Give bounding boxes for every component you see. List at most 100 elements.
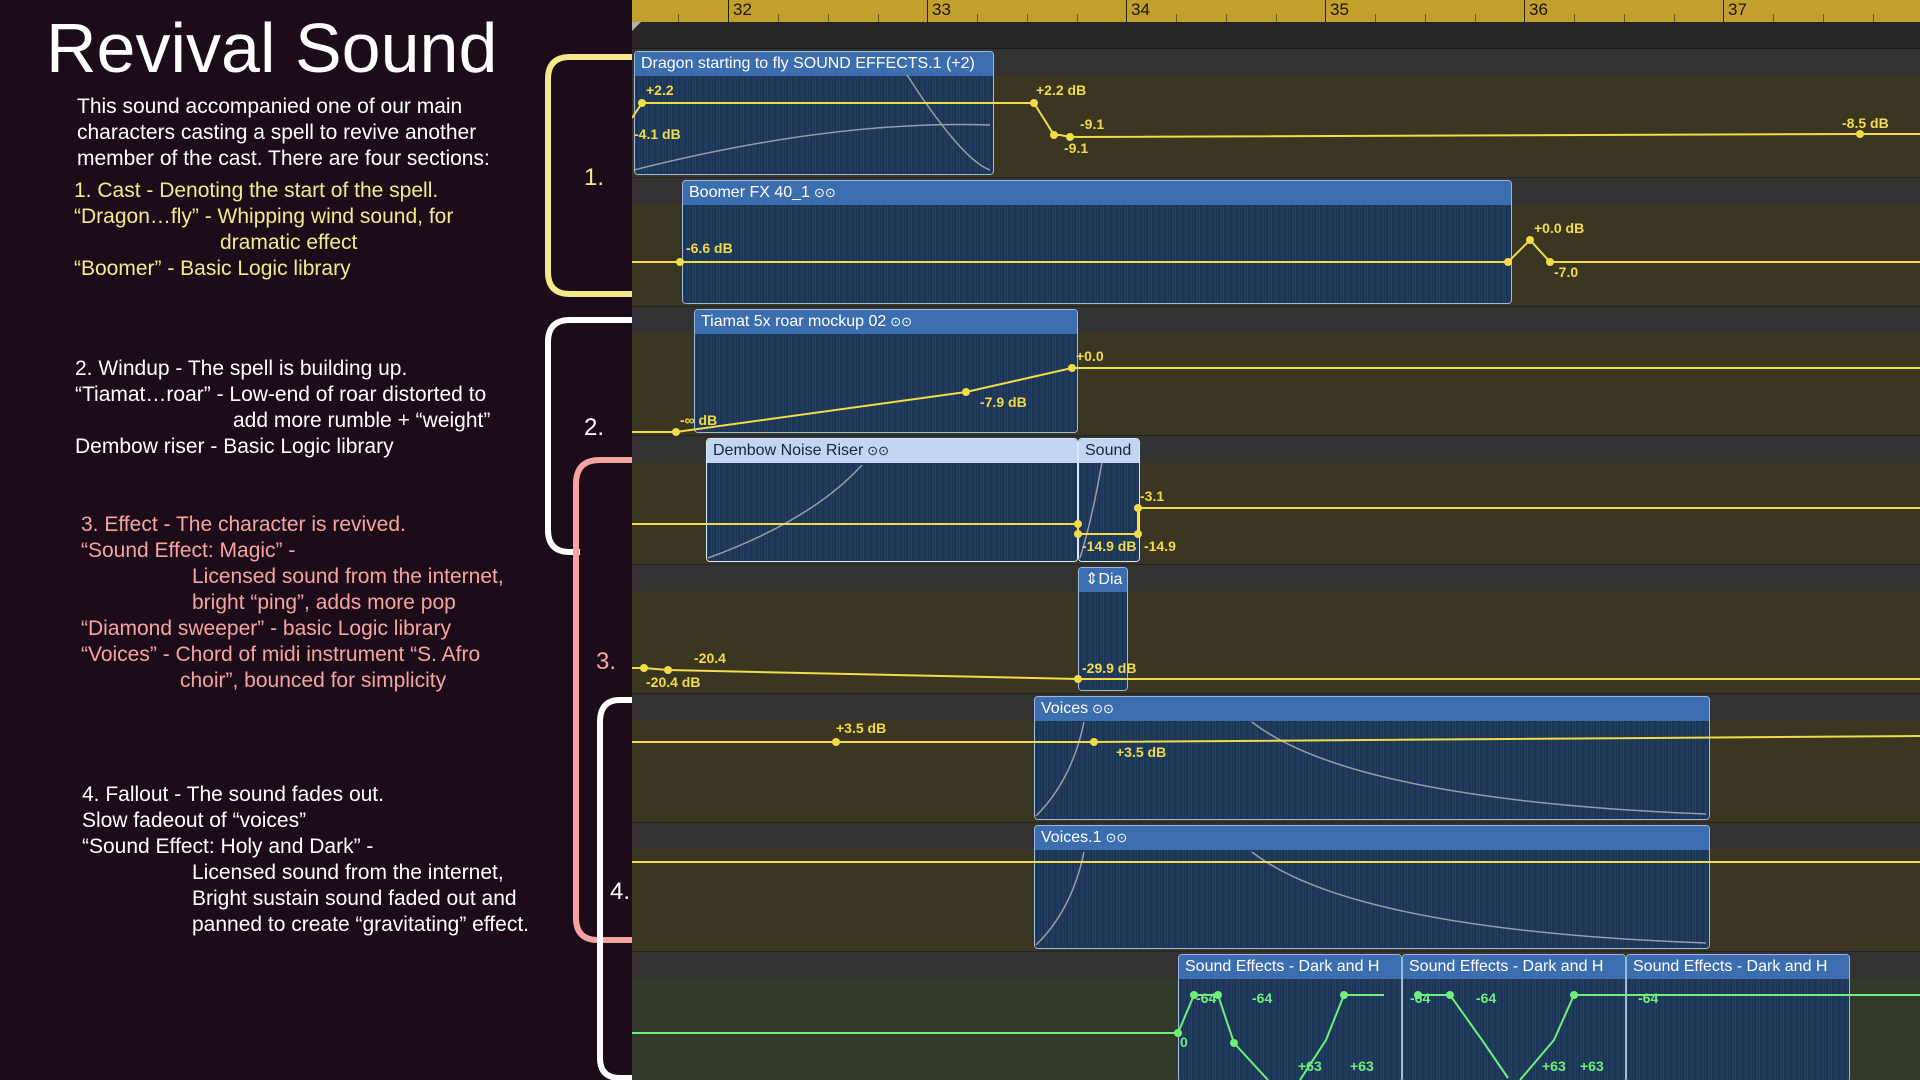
volume-label: -9.1 [1064,140,1089,156]
ruler-tick [1823,14,1824,22]
region-voices[interactable]: Voices⊙⊙ [1034,696,1710,820]
volume-label: -3.1 [1140,488,1165,504]
ruler-bar: 33 [927,0,951,22]
link-rings-icon: ⊙⊙ [867,443,890,458]
updown-arrows-icon: ⇕ [1085,571,1099,588]
region-voices-1[interactable]: Voices.1⊙⊙ [1034,825,1710,949]
fade-out-curve [906,74,991,171]
fade-in-curve [1079,461,1103,559]
region-dragon[interactable]: Dragon starting to fly SOUND EFFECTS.1 (… [634,51,994,175]
intro-line: member of the cast. There are four secti… [77,147,490,170]
fade-out-curve [633,123,991,171]
section-3-line: “Diamond sweeper” - basic Logic library [81,617,451,640]
section-3-line: “Voices” - Chord of midi instrument “S. … [81,643,481,666]
ruler-bar: 35 [1325,0,1349,22]
region-boomer[interactable]: Boomer FX 40_1⊙⊙ [682,180,1512,304]
link-rings-icon: ⊙⊙ [1105,830,1128,845]
volume-line-track-2 [632,238,1920,263]
volume-label: +0.0 [1076,348,1104,364]
section-4-line: “Sound Effect: Holy and Dark” - [82,835,374,858]
section-3-line: choir”, bounced for simplicity [180,669,447,692]
volume-label: -14.9 dB [1082,538,1137,554]
ruler-tick [1077,14,1078,22]
fade-in-curve [707,464,863,559]
pan-line [632,994,1269,1080]
volume-label: -20.4 [694,650,726,666]
bar-number: 32 [733,0,752,19]
region-sound[interactable]: Sound [1078,438,1140,562]
volume-label: -7.0 [1554,264,1579,280]
pan-label: +63 [1542,1058,1566,1074]
section-2-line: “Tiamat…roar” - Low-end of roar distorte… [75,383,487,406]
page-title: Revival Sound [46,9,498,87]
section-3-heading: 3. Effect - The character is revived. [81,513,406,536]
ruler-tick [1873,14,1874,22]
ruler-tick [1475,14,1476,22]
volume-label: -7.9 dB [980,394,1027,410]
pan-label: -64 [1252,990,1273,1006]
section-number: 2. [584,414,605,441]
pan-label: +63 [1580,1058,1604,1074]
section-1-heading: 1. Cast - Denoting the start of the spel… [74,179,439,202]
intro-line: This sound accompanied one of our main [77,95,463,118]
volume-line-track-3 [632,367,1920,433]
track-lane [632,565,1920,694]
volume-label: -14.9 [1144,538,1176,554]
section-number: 4. [610,878,631,905]
section-3-line: “Sound Effect: Magic” - [81,539,296,562]
pan-line [1519,994,1920,1080]
region-name: Dia [1098,571,1123,588]
ruler-tick [1773,14,1774,22]
region-name: Sound Effects - Dark and H [1403,955,1625,979]
fade-curves [633,74,1707,946]
section-1-line: dramatic effect [220,231,358,254]
volume-label: -4.1 dB [634,126,681,142]
fade-in-curve [1035,721,1085,817]
ruler-tick [778,14,779,22]
pan-label: +63 [1350,1058,1374,1074]
volume-line-track-6 [632,735,1920,743]
link-rings-icon: ⊙⊙ [890,314,913,329]
automation-layer [632,74,1920,1080]
section-1-line: “Dragon…fly” - Whipping wind sound, for [74,205,454,228]
bar-number: 33 [932,0,951,19]
pan-nodes [1174,991,1578,1047]
ruler-tick [1425,14,1426,22]
link-rings-icon: ⊙⊙ [813,185,836,200]
region-name: Boomer FX 40_1 [689,184,810,201]
ruler-tick [1176,14,1177,22]
pan-label: -64 [1638,990,1659,1006]
section-number: 3. [596,648,617,675]
region-name: Voices [1041,700,1089,717]
ruler-bar: 36 [1524,0,1548,22]
volume-label: +2.2 [646,82,674,98]
volume-label: -6.6 dB [686,240,733,256]
playhead-marker[interactable] [632,22,641,31]
section-2-heading: 2. Windup - The spell is building up. [75,357,408,380]
bar-ruler[interactable]: 32 33 34 35 36 37 [632,0,1920,22]
region-name: Dembow Noise Riser [713,442,864,459]
secondary-ruler [632,22,1920,49]
fade-in-curve [1035,851,1085,946]
bar-number: 34 [1131,0,1150,19]
volume-label: +0.0 dB [1534,220,1585,236]
volume-nodes [638,99,1864,746]
volume-label: -∞ dB [680,412,718,428]
ruler-tick [1574,14,1575,22]
region-dia[interactable]: ⇕Dia [1078,567,1128,691]
ruler-bar: 37 [1723,0,1747,22]
volume-label: -8.5 dB [1842,115,1889,131]
region-dembow[interactable]: Dembow Noise Riser⊙⊙ [706,438,1078,562]
fade-out-curve [1251,851,1707,944]
volume-line-track-5 [632,667,1920,680]
pan-automation [632,994,1920,1080]
ruler-bar: 34 [1126,0,1150,22]
region-name: Tiamat 5x roar mockup 02 [701,313,887,330]
ruler-tick [1624,14,1625,22]
pan-label: -64 [1476,990,1497,1006]
ruler-tick [1674,14,1675,22]
volume-label: -29.9 dB [1082,660,1137,676]
pan-line [1418,994,1509,1079]
region-tiamat[interactable]: Tiamat 5x roar mockup 02⊙⊙ [694,309,1078,433]
pan-label: +63 [1298,1058,1322,1074]
